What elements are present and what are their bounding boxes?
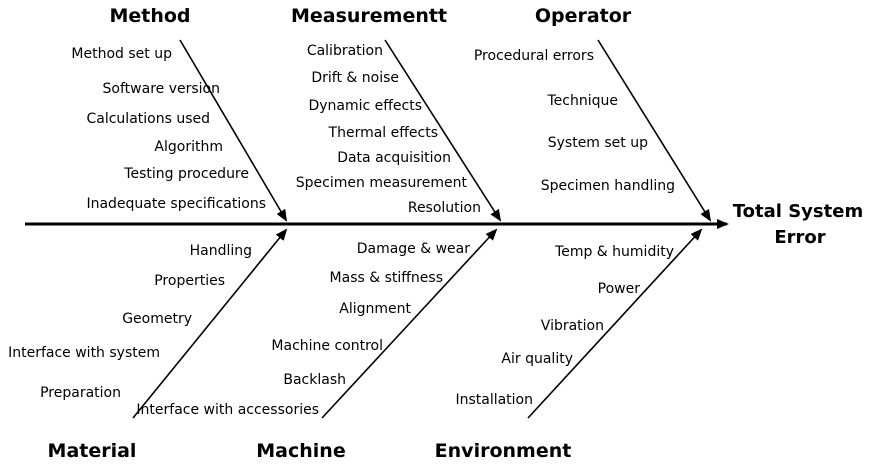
cause-specimen-measurement: Specimen measurement <box>296 175 468 191</box>
cause-damage-wear: Damage & wear <box>357 241 471 257</box>
cause-properties: Properties <box>154 273 225 289</box>
operator-bone <box>597 39 712 222</box>
cause-testing-procedure: Testing procedure <box>123 166 249 182</box>
cause-handling: Handling <box>190 243 252 259</box>
cause-interface-with-accessories: Interface with accessories <box>136 402 319 418</box>
cause-backlash: Backlash <box>283 372 346 388</box>
cause-machine-control: Machine control <box>271 338 383 354</box>
category-material: Material <box>48 440 137 462</box>
category-measurement: Measurementt <box>291 5 447 27</box>
cause-system-set-up: System set up <box>548 135 648 151</box>
cause-alignment: Alignment <box>339 301 411 317</box>
cause-data-acquisition: Data acquisition <box>337 150 451 166</box>
cause-dynamic-effects: Dynamic effects <box>308 98 422 114</box>
cause-technique: Technique <box>547 93 619 109</box>
cause-power: Power <box>598 281 641 297</box>
cause-drift-noise: Drift & noise <box>311 70 399 86</box>
cause-calibration: Calibration <box>307 43 383 59</box>
measurement-bone <box>384 39 502 222</box>
cause-inadequate-specifications: Inadequate specifications <box>86 196 266 212</box>
cause-vibration: Vibration <box>541 318 604 334</box>
machine-bone <box>321 228 498 419</box>
cause-resolution: Resolution <box>408 200 481 216</box>
cause-procedural-errors: Procedural errors <box>474 48 594 64</box>
cause-installation: Installation <box>455 392 533 408</box>
environment-bone <box>527 228 703 419</box>
category-environment: Environment <box>435 440 572 462</box>
cause-mass-stiffness: Mass & stiffness <box>330 270 443 286</box>
material-bone <box>132 228 288 419</box>
cause-software-version: Software version <box>103 81 220 97</box>
cause-preparation: Preparation <box>40 385 121 401</box>
cause-interface-with-system: Interface with system <box>8 345 160 361</box>
cause-calculations-used: Calculations used <box>86 111 210 127</box>
cause-thermal-effects: Thermal effects <box>328 125 438 141</box>
cause-temp-humidity: Temp & humidity <box>554 244 674 260</box>
category-machine: Machine <box>256 440 345 462</box>
cause-geometry: Geometry <box>122 311 192 327</box>
cause-algorithm: Algorithm <box>154 139 223 155</box>
cause-method-set-up: Method set up <box>71 46 172 62</box>
cause-specimen-handling: Specimen handling <box>541 178 675 194</box>
cause-air-quality: Air quality <box>501 351 573 367</box>
method-bone <box>179 39 288 222</box>
effect-label-line1: Total System <box>733 201 863 222</box>
effect-label-line2: Error <box>774 227 825 248</box>
category-method: Method <box>109 5 190 27</box>
category-operator: Operator <box>535 5 632 27</box>
